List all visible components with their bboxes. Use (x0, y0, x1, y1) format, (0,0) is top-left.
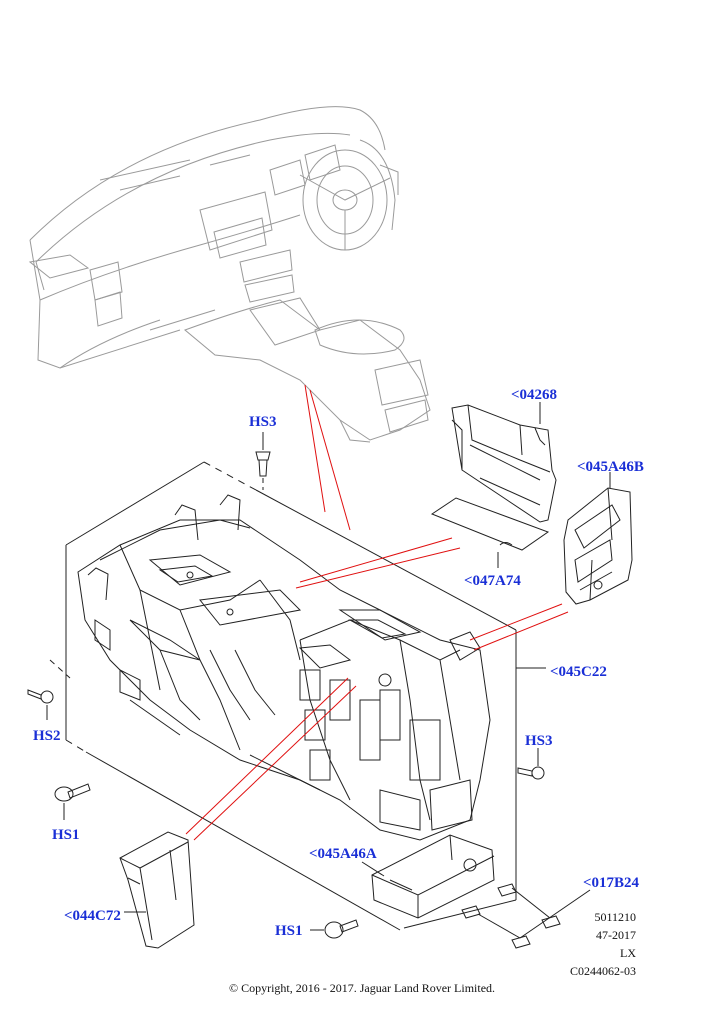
dashboard-overview-illustration (28, 106, 431, 443)
meta-line-4: C0244062-03 (570, 964, 636, 978)
callout-045A46A[interactable]: <045A46A (309, 846, 377, 862)
fastener-hs3-top (255, 451, 271, 490)
fastener-hs1-left (54, 783, 91, 802)
callout-04268[interactable]: <04268 (511, 387, 558, 403)
drawing-metadata: 5011210 47-2017 LX C0244062-03 (516, 910, 636, 979)
callout-hs3-right[interactable]: HS3 (525, 733, 553, 749)
callout-045A46B[interactable]: <045A46B (577, 459, 644, 475)
meta-line-2: 47-2017 (596, 928, 636, 942)
callout-044C72[interactable]: <044C72 (64, 908, 121, 924)
callout-hs1-bottom[interactable]: HS1 (275, 923, 303, 939)
part-045A46A-illustration (371, 834, 495, 919)
callout-045C22[interactable]: <045C22 (550, 664, 607, 680)
fastener-hs3-right (517, 766, 545, 780)
meta-line-1: 5011210 (594, 910, 636, 924)
console-housing-illustration (77, 494, 491, 841)
leader-lines (46, 402, 611, 931)
part-047A74-illustration (430, 497, 550, 551)
callout-hs1-left[interactable]: HS1 (52, 827, 80, 843)
callout-047A74[interactable]: <047A74 (464, 573, 521, 589)
callout-hs3-top[interactable]: HS3 (249, 414, 277, 430)
part-017B24-illustration (461, 883, 591, 949)
fastener-hs2 (27, 689, 54, 704)
red-reference-lines (185, 384, 569, 841)
callout-hs2[interactable]: HS2 (33, 728, 61, 744)
meta-line-3: LX (620, 946, 636, 960)
callout-017B24[interactable]: <017B24 (583, 875, 640, 891)
part-04268-illustration (451, 404, 557, 523)
fastener-hs1-bottom (324, 919, 359, 939)
copyright-notice: © Copyright, 2016 - 2017. Jaguar Land Ro… (228, 981, 496, 995)
part-044C72-illustration (119, 831, 195, 949)
assembly-frame (49, 461, 517, 931)
part-045A46B-illustration (563, 487, 633, 605)
